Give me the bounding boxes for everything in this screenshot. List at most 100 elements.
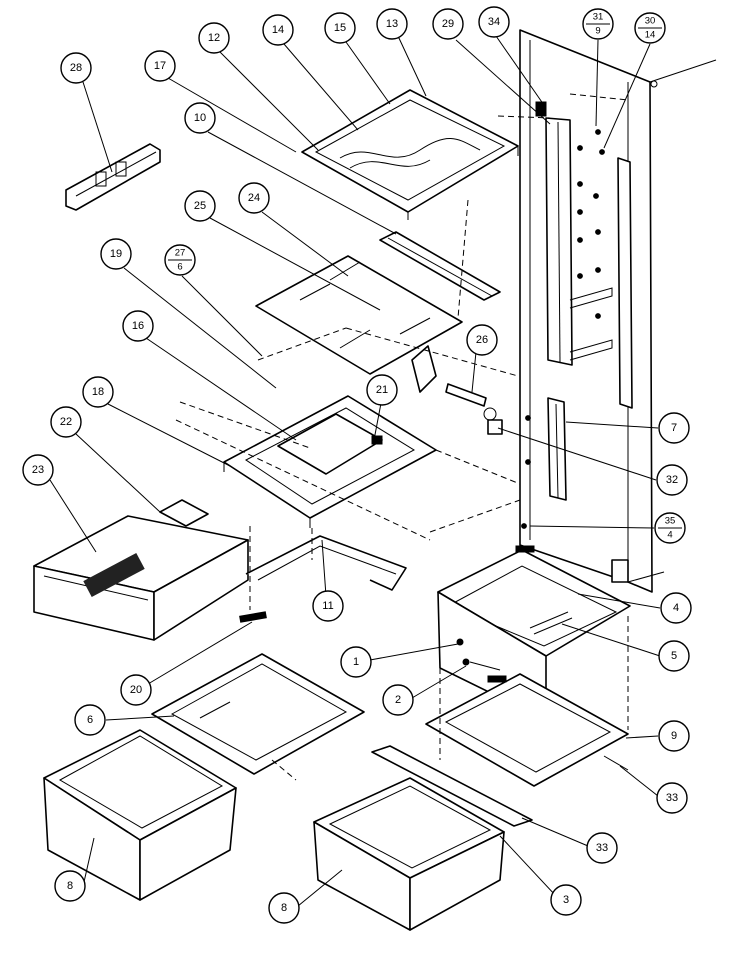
shelf-rail-lower (547, 397, 567, 501)
svg-text:28: 28 (70, 62, 82, 74)
callout-15: 15 (324, 12, 356, 44)
svg-text:35: 35 (665, 516, 676, 527)
pan-cover-left (151, 653, 365, 775)
pan-frame-right (425, 673, 629, 787)
svg-text:14: 14 (272, 24, 284, 36)
svg-text:33: 33 (666, 792, 678, 804)
liner-screws (521, 129, 605, 529)
callout-13: 13 (376, 8, 408, 40)
callout-3: 3 (550, 884, 582, 916)
svg-text:16: 16 (132, 320, 144, 332)
svg-text:22: 22 (60, 416, 72, 428)
pan-drawer-right (313, 777, 505, 931)
callout-bubbles: 28 17 12 14 15 13 29 34 31 9 30 14 10 25… (22, 6, 692, 924)
glass-shelf (255, 255, 463, 375)
crisper-support-bracket (245, 535, 407, 591)
callout-5: 5 (658, 640, 690, 672)
callout-32: 32 (656, 464, 688, 496)
callout-4: 4 (660, 592, 692, 624)
callout-10: 10 (184, 102, 216, 134)
svg-text:11: 11 (322, 600, 333, 612)
callout-2: 2 (382, 684, 414, 716)
svg-text:31: 31 (593, 12, 604, 23)
crisper-cover-frame (223, 395, 437, 528)
callout-33-lower: 33 (586, 832, 618, 864)
svg-text:6: 6 (87, 714, 93, 726)
svg-text:6: 6 (177, 262, 182, 273)
svg-text:3: 3 (563, 894, 569, 906)
svg-text:18: 18 (92, 386, 104, 398)
callout-29: 29 (432, 8, 464, 40)
svg-text:20: 20 (130, 684, 142, 696)
callout-12: 12 (198, 22, 230, 54)
callout-16: 16 (122, 310, 154, 342)
svg-text:24: 24 (248, 192, 260, 204)
callout-1: 1 (340, 646, 372, 678)
callout-24: 24 (238, 182, 270, 214)
callout-14: 14 (262, 14, 294, 46)
svg-text:29: 29 (442, 18, 454, 30)
callout-21: 21 (366, 374, 398, 406)
svg-text:26: 26 (476, 334, 488, 346)
svg-text:21: 21 (376, 384, 388, 396)
svg-text:5: 5 (671, 650, 677, 662)
crisper-divider (159, 499, 209, 527)
callout-20: 20 (120, 674, 152, 706)
svg-text:9: 9 (595, 26, 600, 37)
svg-text:7: 7 (671, 422, 677, 434)
svg-text:14: 14 (645, 30, 656, 41)
svg-text:30: 30 (645, 16, 656, 27)
callout-19: 19 (100, 238, 132, 270)
callout-8-left: 8 (54, 870, 86, 902)
callout-11: 11 (312, 590, 344, 622)
callout-9: 9 (658, 720, 690, 752)
top-glass-shelf (301, 89, 519, 220)
shelf-bracket (411, 345, 503, 435)
alignment-lines (175, 93, 629, 781)
callout-17: 17 (144, 50, 176, 82)
callout-31-9: 31 9 (582, 8, 614, 40)
svg-text:13: 13 (386, 18, 398, 30)
svg-text:10: 10 (194, 112, 206, 124)
callout-34: 34 (478, 6, 510, 38)
callout-8-right: 8 (268, 892, 300, 924)
screw-parts (456, 638, 501, 671)
svg-text:25: 25 (194, 200, 206, 212)
callout-18: 18 (82, 376, 114, 408)
svg-text:32: 32 (666, 474, 678, 486)
drawer-slides (371, 745, 629, 827)
door-bin (65, 143, 161, 211)
svg-text:2: 2 (395, 694, 401, 706)
callout-28: 28 (60, 52, 92, 84)
callout-33-upper: 33 (656, 782, 688, 814)
svg-text:17: 17 (154, 60, 166, 72)
callout-6: 6 (74, 704, 106, 736)
pan-drawer-left (43, 729, 237, 901)
svg-text:12: 12 (208, 32, 220, 44)
svg-text:34: 34 (488, 16, 500, 28)
svg-text:33: 33 (596, 842, 608, 854)
shelf-rail-right (617, 157, 633, 409)
callout-26: 26 (466, 324, 498, 356)
svg-text:27: 27 (175, 248, 186, 259)
callout-27-6: 27 6 (164, 244, 196, 276)
svg-text:19: 19 (110, 248, 122, 260)
svg-text:1: 1 (353, 656, 359, 668)
crisper-drawer-left (33, 515, 249, 641)
callout-22: 22 (50, 406, 82, 438)
slide-clip (239, 611, 267, 623)
svg-text:8: 8 (67, 880, 73, 892)
shelf-support-rail (379, 231, 501, 301)
callout-25: 25 (184, 190, 216, 222)
shelf-rail-left (535, 101, 573, 366)
leader-lines (49, 35, 661, 907)
svg-text:23: 23 (32, 464, 44, 476)
callout-35-4: 35 4 (654, 512, 686, 544)
callout-7: 7 (658, 412, 690, 444)
svg-text:4: 4 (673, 602, 679, 614)
callout-30-14: 30 14 (634, 12, 666, 44)
svg-text:4: 4 (667, 530, 672, 541)
liner-brackets (569, 287, 613, 361)
